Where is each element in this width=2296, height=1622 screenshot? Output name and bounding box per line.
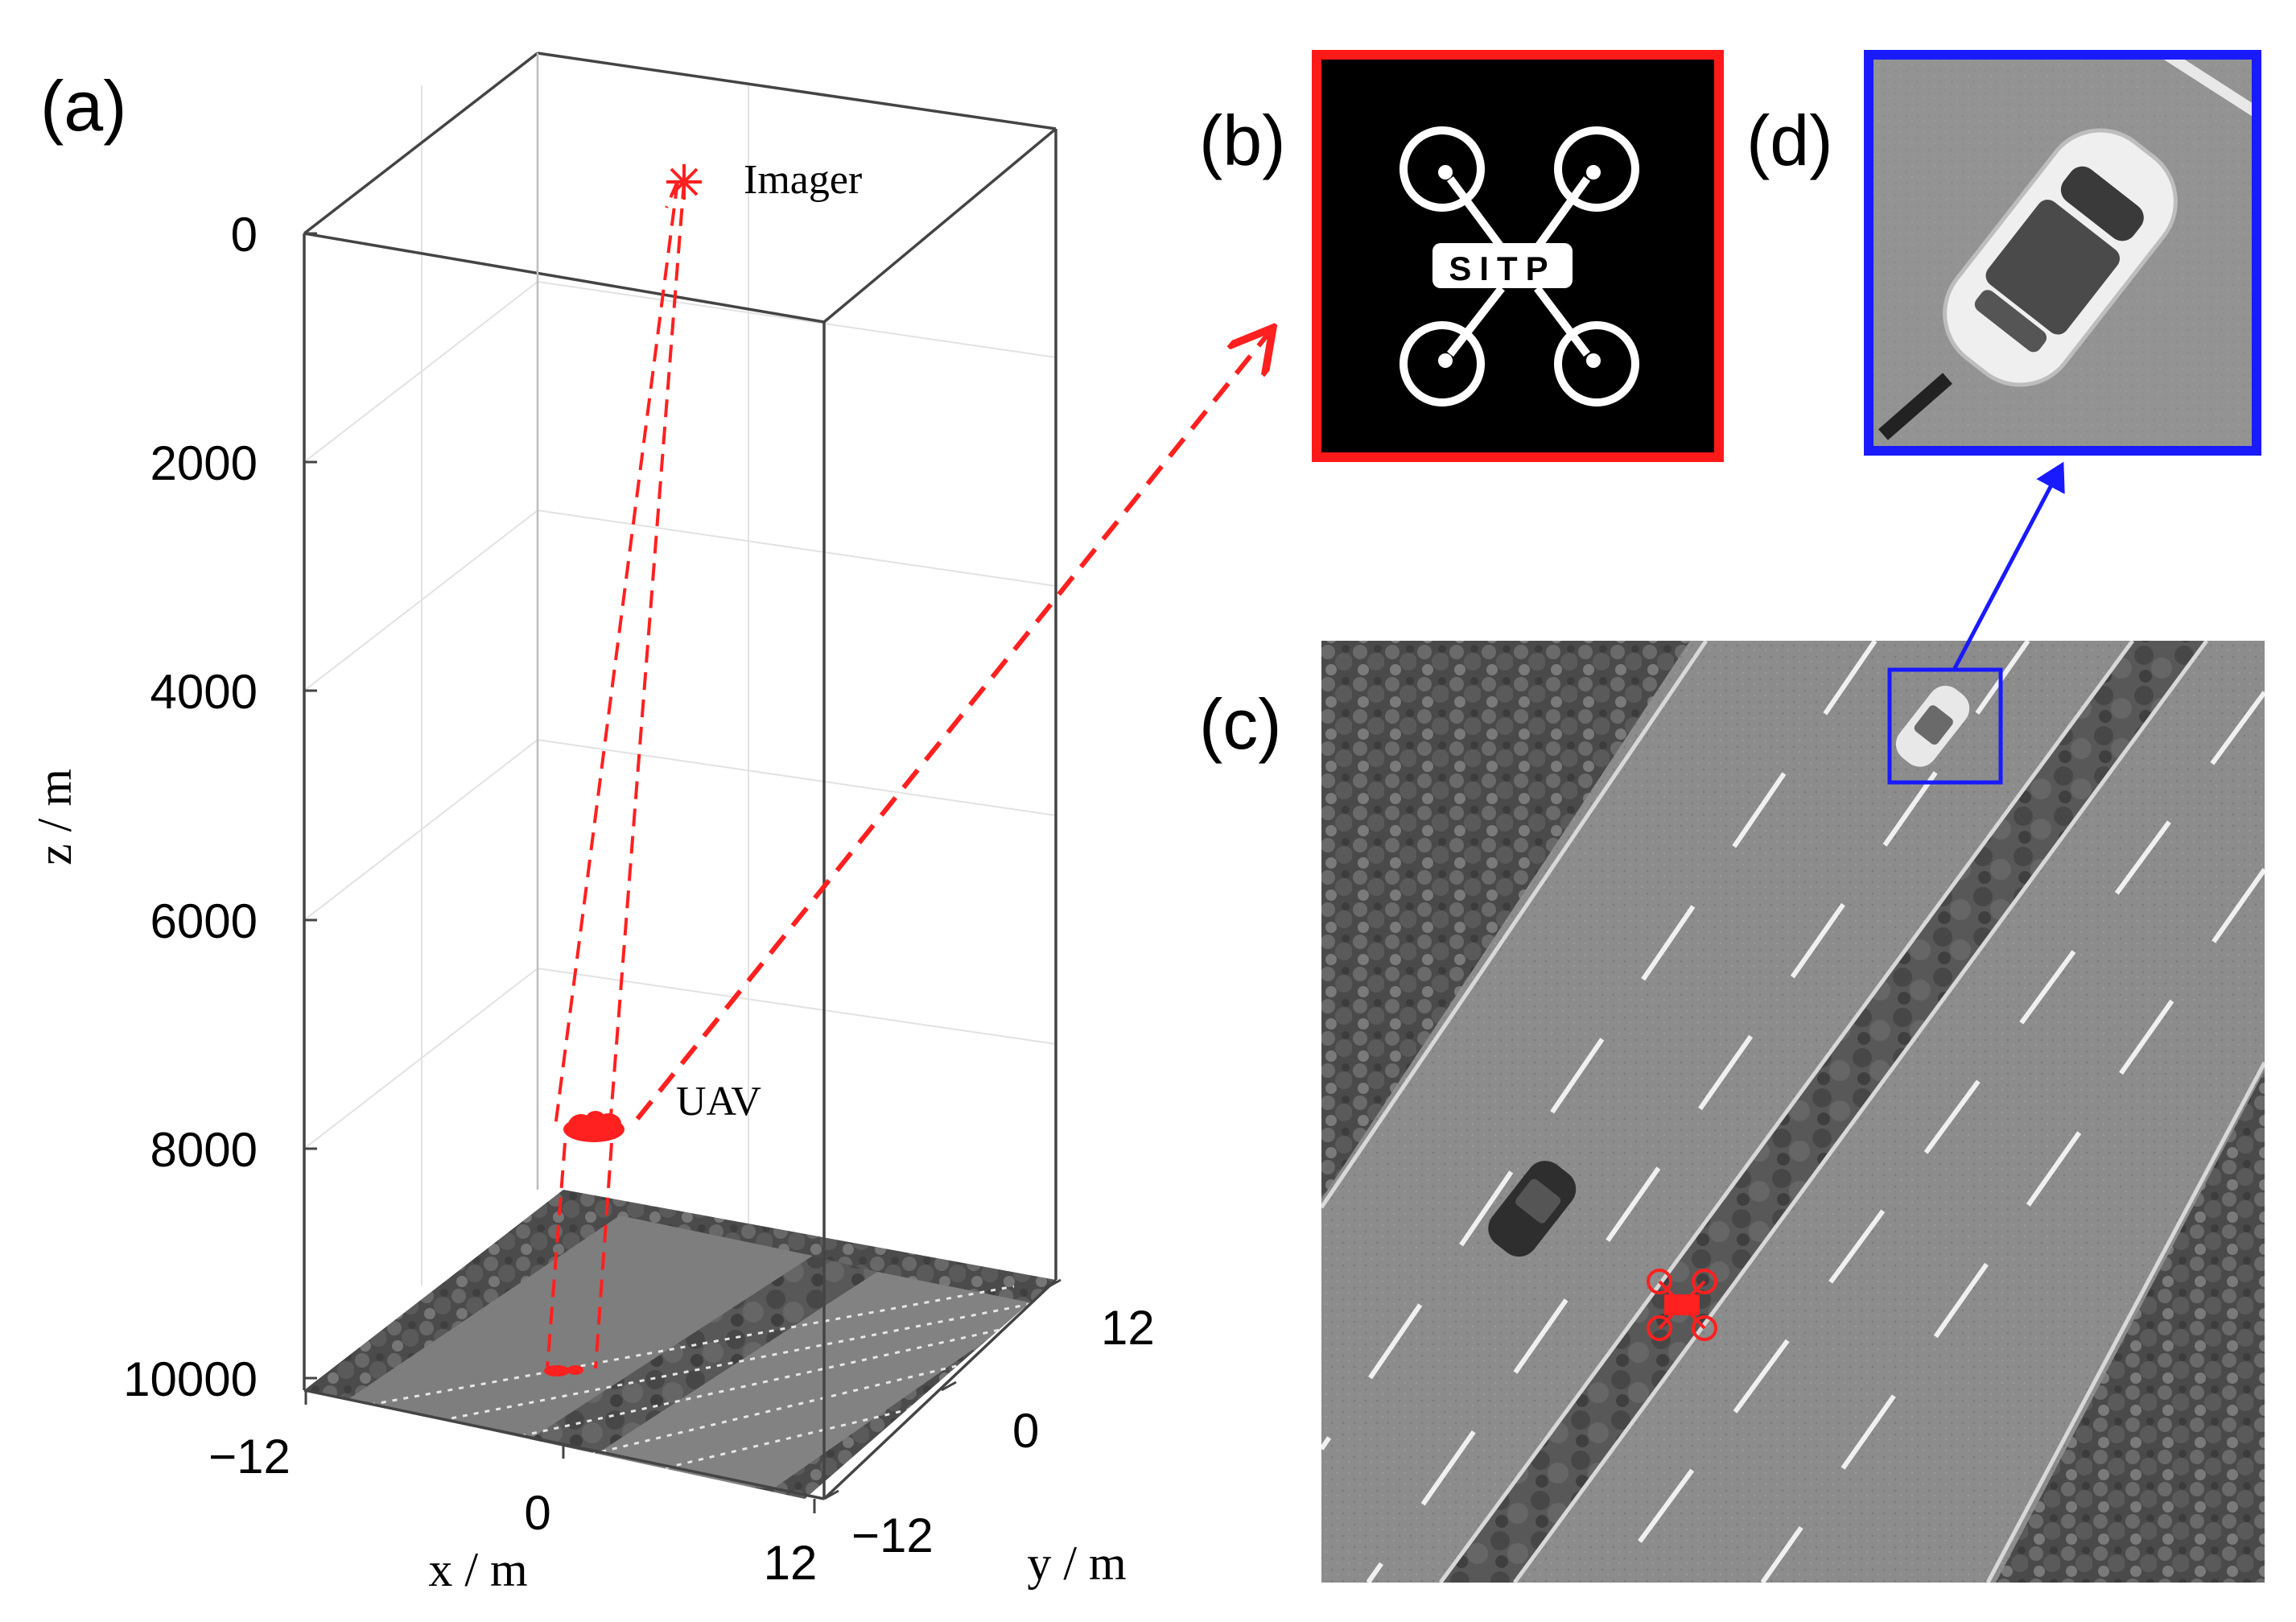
z-tick-label: 0 <box>231 208 258 262</box>
uav-label: UAV <box>676 1079 761 1125</box>
x-tick-labels: −12 0 12 <box>208 1430 817 1590</box>
panel-d: (d) <box>1746 50 2261 456</box>
logo-text: SITP <box>1449 250 1556 287</box>
uav-point-cloud <box>563 1111 624 1142</box>
panel-d-frame <box>1864 50 2261 456</box>
y-tick-label: 0 <box>1012 1404 1039 1458</box>
panel-label-c: (c) <box>1199 684 1282 764</box>
uav-ground-footprint <box>544 1365 583 1376</box>
panel-label-d: (d) <box>1746 101 1833 180</box>
logo-plate <box>1432 243 1573 288</box>
imager-marker-icon <box>666 164 702 200</box>
car-selection-box <box>1887 667 2003 785</box>
imager-rays <box>554 180 686 1128</box>
y-axis-label: y / m <box>1027 1537 1126 1590</box>
white-car-icon <box>1895 685 1970 767</box>
x-tick-label: −12 <box>208 1430 291 1484</box>
x-axis-label: x / m <box>428 1543 527 1596</box>
z-tick-label: 6000 <box>150 894 258 948</box>
quadcopter-icon <box>1399 126 1639 407</box>
panel-a: 0 2000 4000 6000 8000 10000 −12 0 12 −12… <box>28 52 1155 1596</box>
z-tick-label: 8000 <box>150 1123 258 1177</box>
xy-tick-marks <box>304 1278 1061 1513</box>
dark-car-icon <box>1488 1161 1577 1257</box>
box-edges <box>303 52 1057 1500</box>
z-axis-label: z / m <box>28 769 81 865</box>
panel-c: (c) <box>1199 641 2265 1583</box>
y-tick-label: −12 <box>851 1509 934 1562</box>
drone-marker-icon <box>1647 1269 1717 1341</box>
z-tick-marks <box>304 232 317 1380</box>
uav-to-ground-rays <box>546 1142 613 1369</box>
z-tick-label: 4000 <box>150 665 258 719</box>
car-icon <box>1943 128 2178 387</box>
y-tick-label: 12 <box>1101 1301 1155 1355</box>
panel-label-b: (b) <box>1199 101 1286 180</box>
uav-to-panel-b-arrow <box>635 332 1270 1121</box>
panel-b: (b) SITP <box>1199 50 1724 462</box>
rotor-hubs <box>1438 165 1601 368</box>
z-tick-label: 10000 <box>123 1352 258 1406</box>
back-grid <box>303 52 1057 1286</box>
x-tick-label: 12 <box>764 1536 818 1590</box>
z-tick-labels: 0 2000 4000 6000 8000 10000 <box>123 208 258 1406</box>
y-tick-labels: −12 0 12 <box>851 1301 1155 1562</box>
floor-image <box>304 1190 1056 1499</box>
panel-label-a: (a) <box>40 66 127 146</box>
imager-label: Imager <box>744 157 862 203</box>
x-tick-label: 0 <box>524 1486 550 1540</box>
selection-to-panel-d-arrow <box>1952 461 2065 671</box>
z-tick-label: 2000 <box>150 436 258 490</box>
aerial-scene <box>1321 641 2265 1583</box>
